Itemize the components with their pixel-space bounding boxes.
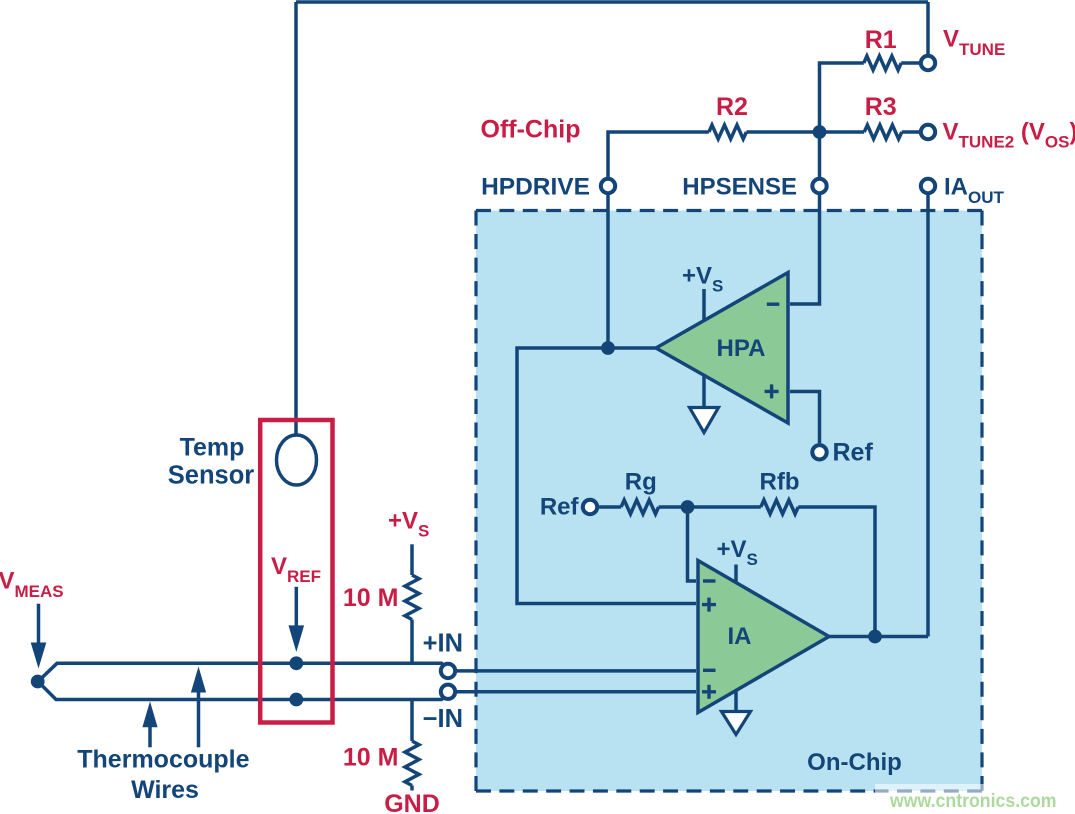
svg-text:Ref: Ref [540, 493, 580, 520]
svg-text:10 M: 10 M [343, 584, 399, 612]
svg-text:+IN: +IN [423, 630, 463, 658]
svg-text:Temp: Temp [180, 433, 245, 461]
svg-text:On-Chip: On-Chip [807, 749, 902, 776]
svg-text:10 M: 10 M [343, 744, 399, 772]
svg-text:Wires: Wires [131, 776, 199, 804]
svg-text:IA: IA [728, 623, 752, 650]
svg-text:Thermocouple: Thermocouple [77, 746, 249, 774]
svg-text:R3: R3 [865, 93, 897, 121]
svg-text:Off-Chip: Off-Chip [481, 116, 581, 144]
svg-text:−IN: −IN [423, 705, 463, 733]
svg-text:Ref: Ref [833, 439, 874, 467]
svg-text:R1: R1 [865, 26, 897, 54]
svg-text:HPSENSE: HPSENSE [682, 174, 797, 201]
svg-text:Sensor: Sensor [168, 461, 255, 489]
svg-text:www.cntronics.com: www.cntronics.com [889, 790, 1056, 812]
svg-text:HPDRIVE: HPDRIVE [481, 174, 590, 201]
svg-text:Rg: Rg [625, 468, 657, 495]
svg-text:GND: GND [384, 790, 440, 814]
svg-text:Rfb: Rfb [760, 468, 800, 495]
svg-text:R2: R2 [716, 93, 748, 121]
svg-text:HPA: HPA [717, 335, 766, 362]
